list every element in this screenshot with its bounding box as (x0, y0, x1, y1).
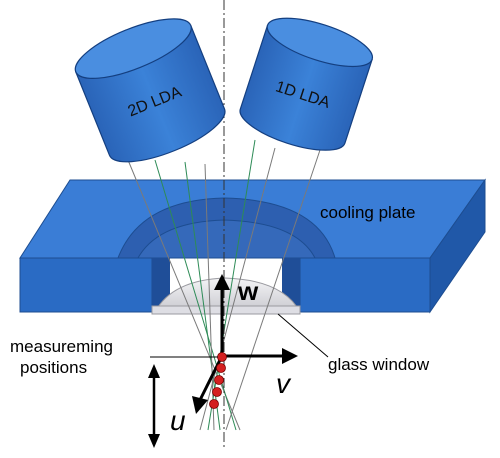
beam-1d-2 (199, 147, 276, 431)
glass-window-pane (151, 305, 301, 315)
u-axis-label: u (170, 405, 186, 436)
travel-arrowhead-down (148, 434, 160, 448)
laser-beams (127, 139, 321, 431)
glass-window-leader (277, 313, 329, 358)
measurement-point (212, 387, 222, 397)
beam-2d-1 (127, 159, 241, 431)
lda-1d-top (266, 17, 374, 68)
lda-2d-top (74, 18, 192, 79)
measurement-point (214, 375, 224, 385)
plate-front-right (299, 257, 431, 313)
measurement-point (217, 352, 227, 362)
plate-front-left (19, 257, 153, 313)
measurement-point (216, 363, 226, 373)
cooling-plate (19, 178, 486, 315)
measurement-points (209, 352, 227, 409)
measurement-point (209, 399, 219, 409)
measuring-positions-label-1: measureming (10, 337, 113, 356)
u-axis-arrow (198, 355, 224, 401)
travel-range-arrow (148, 364, 160, 448)
w-axis-label: w (237, 276, 259, 306)
lda-2d-probe: 2D LDA (74, 18, 226, 163)
w-axis-arrowhead (214, 274, 230, 290)
measuring-positions-label-2: positions (20, 358, 87, 377)
v-axis-label: v (276, 368, 292, 399)
glass-window-label: glass window (328, 355, 430, 374)
lda-1d-probe: 1D LDA (239, 17, 374, 151)
coordinate-axes (192, 274, 298, 414)
travel-arrowhead-up (148, 364, 160, 378)
cooling-plate-label: cooling plate (320, 203, 415, 222)
beam-2d-4 (204, 163, 215, 431)
beam-2d-3 (184, 161, 221, 431)
glass-window-dome (154, 277, 301, 313)
v-axis-arrowhead (282, 348, 298, 364)
beam-1d-3 (225, 149, 321, 431)
beam-2d-2 (154, 159, 237, 431)
u-axis-arrowhead (192, 396, 208, 414)
